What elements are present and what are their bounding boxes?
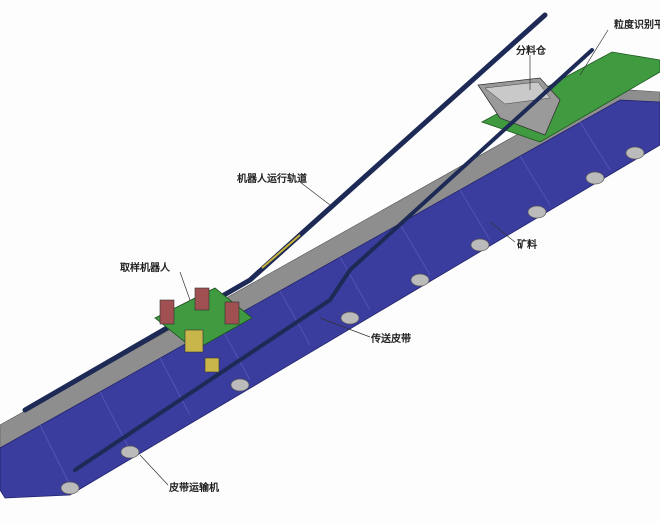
leader-lines bbox=[139, 29, 609, 486]
label-ore: 矿料 bbox=[517, 240, 537, 251]
label-conveyor-belt: 传送皮带 bbox=[371, 334, 411, 345]
label-belt-conveyor: 皮带运输机 bbox=[169, 483, 219, 494]
robot-track-rail-lower bbox=[73, 48, 594, 472]
belt-rollers bbox=[60, 146, 645, 495]
label-robot-track: 机器人运行轨道 bbox=[237, 174, 307, 185]
label-granularity-platform: 粒度识别平台 bbox=[614, 20, 660, 31]
belt-segments bbox=[39, 121, 611, 486]
label-hopper: 分料仓 bbox=[516, 46, 546, 57]
hopper-inner bbox=[484, 81, 551, 105]
track-accent bbox=[261, 234, 301, 269]
label-sampling-robot: 取样机器人 bbox=[120, 263, 170, 274]
sampling-robot bbox=[154, 287, 253, 373]
